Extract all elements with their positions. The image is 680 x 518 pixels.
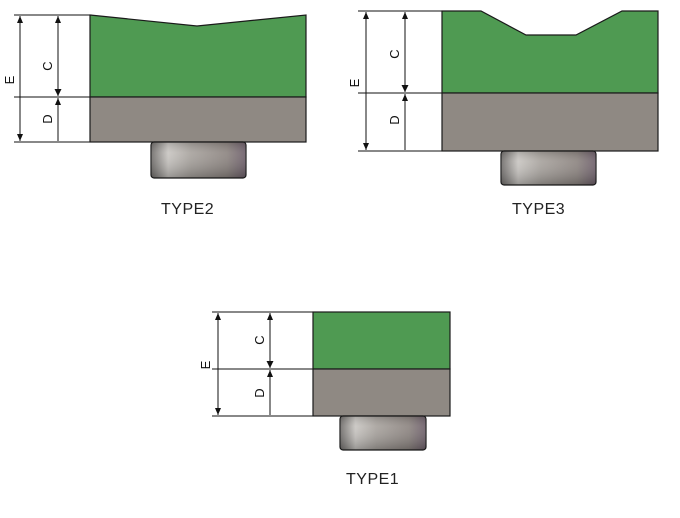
type2-dimension-lines xyxy=(14,14,92,143)
type2-part: E C D xyxy=(2,14,307,179)
type3-dim-c-label: C xyxy=(387,49,402,58)
type1-part: E C D xyxy=(198,311,451,451)
type2-base xyxy=(89,96,307,143)
type1-stud xyxy=(339,415,427,451)
type3-base xyxy=(441,92,659,152)
type1-dim-d-label: D xyxy=(252,388,267,397)
type3-stud xyxy=(500,150,597,186)
type3-caption: TYPE3 xyxy=(512,201,566,218)
type3-dim-e-label: E xyxy=(347,78,362,87)
type3-dimension-lines xyxy=(358,10,444,152)
type1-base xyxy=(312,368,451,417)
type3-dim-d-label: D xyxy=(387,115,402,124)
type3-insert xyxy=(441,10,659,94)
type1-insert xyxy=(312,311,451,370)
type2-stud xyxy=(150,141,247,179)
type2-dim-c-label: C xyxy=(40,61,55,70)
type2-dim-d-label: D xyxy=(40,114,55,123)
type3-part: E C D xyxy=(347,10,659,186)
type2-dim-e-label: E xyxy=(2,75,17,84)
type1-dimension-lines xyxy=(212,311,315,417)
type1-dim-c-label: C xyxy=(252,335,267,344)
type1-caption: TYPE1 xyxy=(346,471,400,488)
type1-dim-e-label: E xyxy=(198,360,213,369)
type2-caption: TYPE2 xyxy=(161,201,215,218)
type2-insert xyxy=(89,14,307,98)
